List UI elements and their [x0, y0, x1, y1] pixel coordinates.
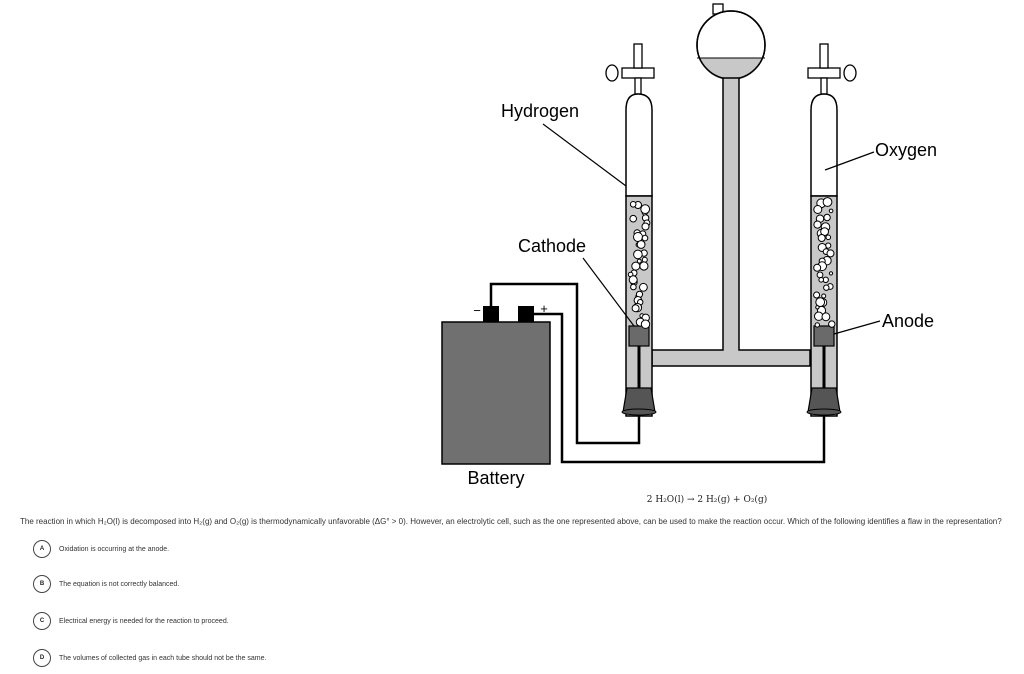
gas-bubble — [630, 283, 637, 291]
positive-terminal — [518, 306, 534, 322]
anode-label: Anode — [882, 311, 934, 331]
choice-a-bubble[interactable]: A — [33, 540, 51, 558]
hydrogen-label: Hydrogen — [501, 101, 579, 121]
gas-bubble — [636, 240, 646, 249]
gas-bubble — [816, 271, 824, 279]
choice-c[interactable]: C Electrical energy is needed for the re… — [33, 611, 229, 631]
choice-a[interactable]: A Oxidation is occurring at the anode. — [33, 539, 169, 559]
gas-bubble — [639, 261, 649, 271]
gas-bubble — [821, 312, 831, 322]
negative-terminal — [483, 306, 499, 322]
choice-b[interactable]: B The equation is not correctly balanced… — [33, 574, 179, 594]
gas-bubble — [828, 320, 836, 328]
gas-bubble — [822, 197, 833, 207]
battery — [441, 306, 551, 465]
connecting-tubes — [651, 77, 811, 367]
reservoir-bulb — [696, 3, 766, 81]
gas-bubble — [817, 234, 826, 242]
gas-bubble — [821, 293, 827, 299]
gas-bubble — [636, 258, 642, 264]
wires — [489, 282, 826, 464]
choice-c-text: Electrical energy is needed for the reac… — [59, 617, 229, 625]
gas-bubble — [631, 304, 640, 313]
reaction-equation: 2 H₂O(l) → 2 H₂(g) + O₂(g) — [646, 495, 768, 505]
gas-bubble — [826, 249, 835, 258]
cathode-label: Cathode — [518, 236, 586, 256]
gas-bubble — [631, 261, 641, 271]
gas-bubble — [640, 319, 651, 329]
gas-bubble — [814, 322, 820, 328]
choice-b-bubble[interactable]: B — [33, 575, 51, 593]
battery-label: Battery — [467, 468, 524, 488]
gas-bubble — [815, 305, 820, 310]
gas-bubble — [633, 249, 643, 260]
hydrogen-bubbles — [627, 201, 651, 329]
gas-bubble — [813, 291, 821, 299]
choice-d[interactable]: D The volumes of collected gas in each t… — [33, 648, 266, 668]
gas-bubble — [823, 213, 831, 222]
hydrogen-tube — [605, 43, 657, 417]
gas-bubble — [813, 220, 822, 229]
plus-sign: + — [540, 301, 548, 316]
oxygen-bubbles — [813, 197, 836, 328]
gas-bubble — [825, 234, 832, 241]
choice-b-text: The equation is not correctly balanced. — [59, 580, 180, 588]
gas-bubble — [641, 234, 649, 242]
gas-bubble — [828, 208, 834, 214]
choice-a-text: Oxidation is occurring at the anode. — [59, 545, 170, 553]
oxygen-tube — [806, 43, 857, 417]
gas-bubble — [641, 222, 650, 231]
gas-bubble — [823, 284, 830, 291]
oxygen-label: Oxygen — [875, 140, 937, 160]
gas-bubble — [813, 263, 822, 272]
gas-bubble — [828, 271, 834, 276]
gas-bubble — [639, 282, 648, 292]
electrolysis-diagram: Hydrogen Cathode Oxygen Anode Battery − … — [441, 3, 937, 488]
label-pointers — [542, 123, 881, 335]
gas-bubble — [640, 204, 651, 215]
question-text: The reaction in which H₂O(l) is decompos… — [20, 517, 1002, 526]
choice-c-bubble[interactable]: C — [33, 612, 51, 630]
gas-bubble — [818, 277, 825, 283]
gas-bubble — [629, 201, 637, 208]
choice-d-text: The volumes of collected gas in each tub… — [59, 654, 267, 662]
minus-sign: − — [473, 303, 481, 318]
gas-bubble — [629, 214, 638, 223]
choice-d-bubble[interactable]: D — [33, 649, 51, 667]
gas-bubble — [628, 275, 638, 285]
gas-bubble — [813, 205, 823, 214]
